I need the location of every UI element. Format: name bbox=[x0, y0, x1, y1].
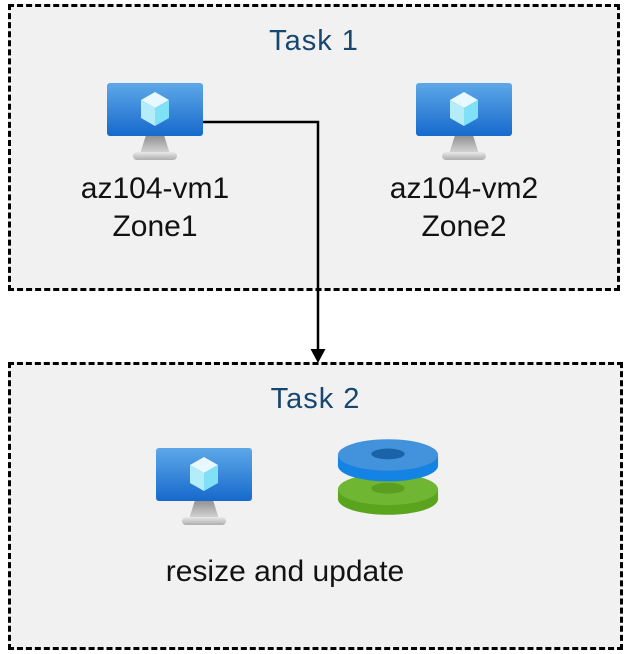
vm1-label: az104-vm1 Zone1 bbox=[25, 170, 285, 246]
task2-disks-icon-wrap bbox=[335, 439, 441, 521]
vm2-zone: Zone2 bbox=[421, 210, 507, 243]
vm1-zone: Zone1 bbox=[112, 210, 198, 243]
azure-disks-icon bbox=[335, 439, 441, 516]
task1-title: Task 1 bbox=[269, 25, 359, 57]
azure-virtual-machine-icon bbox=[156, 448, 252, 526]
task2-title: Task 2 bbox=[270, 383, 361, 415]
arrowhead-icon bbox=[310, 349, 326, 363]
azure-virtual-machine-icon bbox=[416, 83, 512, 161]
task2-caption: resize and update bbox=[165, 555, 405, 588]
vm2-label: az104-vm2 Zone2 bbox=[334, 170, 594, 246]
task2-vm-icon-wrap bbox=[156, 448, 252, 531]
azure-virtual-machine-icon bbox=[107, 83, 203, 161]
vm2-name: az104-vm2 bbox=[389, 172, 539, 205]
task1-box: Task 1 az104-vm1 Zone1 az104-vm2 Zone2 bbox=[8, 4, 620, 291]
task2-box: Task 2 resize and update bbox=[8, 362, 623, 650]
vm1-name: az104-vm1 bbox=[80, 172, 230, 205]
vm2-icon-wrap bbox=[416, 83, 512, 166]
vm1-icon-wrap bbox=[107, 83, 203, 166]
